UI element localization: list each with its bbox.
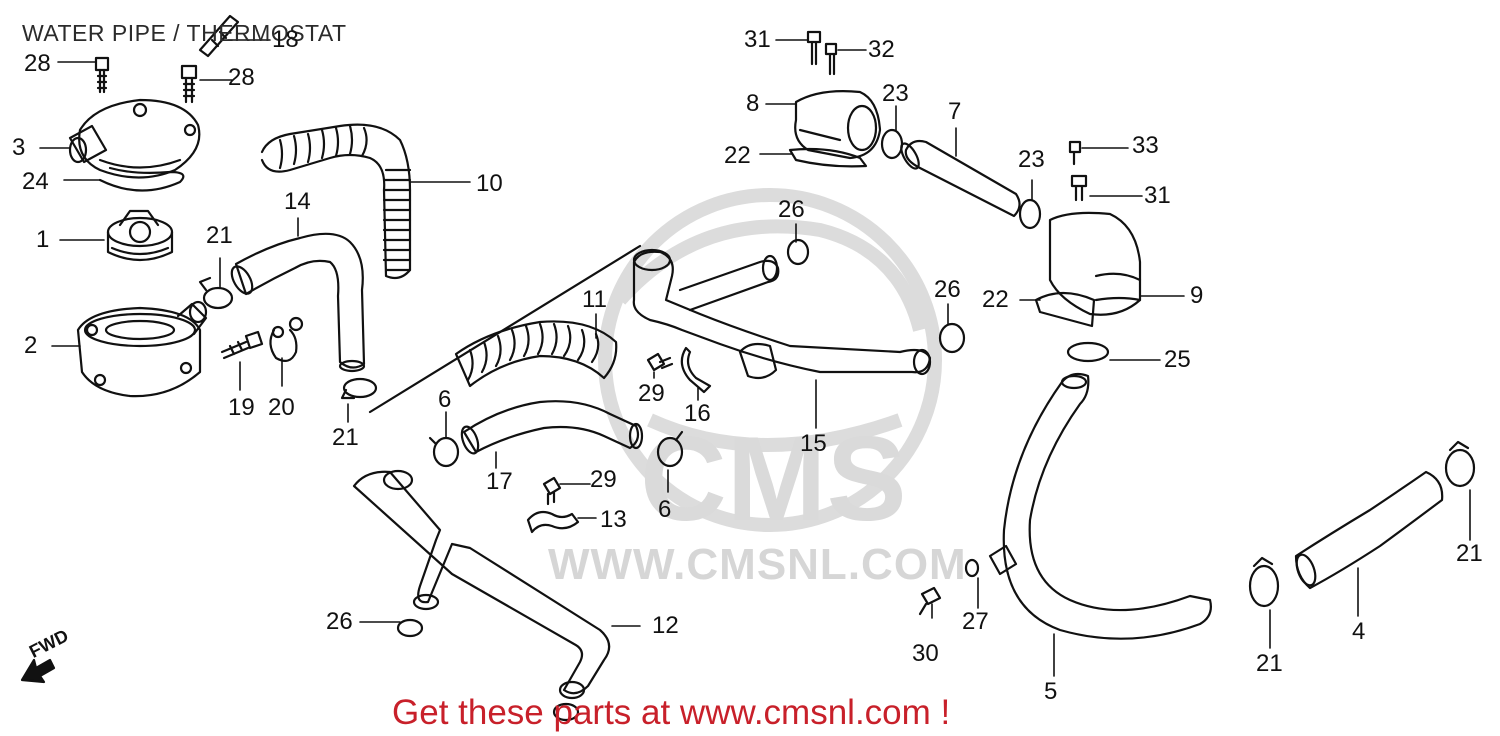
callout-1: 1 [36,226,50,253]
callout-25: 25 [1164,346,1191,373]
callout-23-upper: 23 [882,80,909,107]
clamp-26-right-icon [938,322,966,354]
callout-23-right: 23 [1018,146,1045,173]
clip-20-icon [269,316,304,363]
bolt-31-upper-icon [806,30,822,66]
fwd-arrow-icon [20,658,56,684]
bolt-28-right-icon [180,64,198,104]
callout-21-d: 21 [1456,540,1483,567]
callout-31-right: 31 [1144,182,1171,209]
callout-29-upper: 29 [638,380,665,407]
water-pipe-12-icon [352,469,611,700]
callout-33: 33 [1132,132,1159,159]
callout-24: 24 [22,168,49,195]
callout-2: 2 [24,332,38,359]
clamp-26-bottom-icon [552,702,580,722]
bolt-29-upper-icon [646,352,674,372]
pipe-7-icon [900,139,1021,218]
watermark-url: WWW.CMSNL.COM [548,540,967,589]
callout-26-right: 26 [934,276,961,303]
diagram-title: WATER PIPE / THERMOSTAT [22,20,347,46]
hose-14-icon [230,232,366,373]
callout-20: 20 [268,394,295,421]
hose-4-icon [1294,470,1444,590]
callout-27: 27 [962,608,989,635]
bolt-30-icon [918,586,942,616]
callout-16: 16 [684,400,711,427]
hose-clamp-21-right-upper-icon [1444,440,1476,488]
callout-19: 19 [228,394,255,421]
bolt-31-right-icon [1070,174,1088,202]
water-joint-9-icon [1048,211,1142,316]
watermark-cms: CMS [640,412,907,546]
thermostat-cover-icon [68,98,201,179]
gasket-22-lower-icon [1034,291,1096,328]
callout-30: 30 [912,640,939,667]
hose-10-icon [260,123,412,280]
bolt-19-icon [220,330,264,360]
leader-lines [39,39,1471,677]
callout-5: 5 [1044,678,1058,705]
hose-clamp-6-left-icon [428,436,460,468]
thermostat-icon [106,209,174,262]
callout-22-lower: 22 [982,286,1009,313]
o-ring-23-right-icon [1018,198,1042,230]
callout-21-c: 21 [1256,650,1283,677]
callout-31-upper: 31 [744,26,771,53]
callout-4: 4 [1352,618,1366,645]
callout-21-b: 21 [332,424,359,451]
water-joint-8-icon [794,90,882,160]
thermostat-case-icon [76,300,208,398]
callout-28-right: 28 [228,64,255,91]
clamp-13-icon [526,510,580,534]
hose-clamp-21-lower-icon [340,377,378,400]
callout-26-center: 26 [778,196,805,223]
callout-28-left: 28 [24,50,51,77]
bolt-28-left-icon [94,56,110,94]
callout-17: 17 [486,468,513,495]
clamp-26-center-icon [786,238,810,266]
o-ring-25-icon [1066,341,1110,363]
water-pipe-15-icon [632,248,932,380]
bolt-32-icon [824,42,838,76]
o-ring-23-left-icon [880,128,904,160]
clamp-16-icon [680,346,712,394]
callout-26-left: 26 [326,608,353,635]
callout-3: 3 [12,134,26,161]
callout-32: 32 [868,36,895,63]
clamp-26-left-icon [396,618,424,638]
callout-22-upper: 22 [724,142,751,169]
callout-14: 14 [284,188,311,215]
callout-15: 15 [800,430,827,457]
hose-17-icon [460,400,644,455]
callout-8: 8 [746,90,760,117]
callout-9: 9 [1190,282,1204,309]
callout-21-a: 21 [206,222,233,249]
callout-11: 11 [582,286,607,313]
callout-10: 10 [476,170,503,197]
leader-line [368,244,642,414]
bolt-29-lower-icon [542,476,562,506]
o-ring-24-icon [98,166,185,192]
callout-18: 18 [272,26,299,53]
hose-5-icon [988,372,1212,640]
hose-clamp-6-right-icon [656,430,684,468]
callout-12: 12 [652,612,679,639]
callout-29-lower: 29 [590,466,617,493]
bolt-33-icon [1068,140,1082,166]
bolt-18-icon [198,14,240,58]
callout-6-left: 6 [438,386,452,413]
footer-link-text[interactable]: Get these parts at www.cmsnl.com ! [392,693,951,732]
callout-13: 13 [600,506,627,533]
hose-clamp-21-right-lower-icon [1248,556,1280,608]
hose-11-icon [454,320,618,388]
callout-6-right: 6 [658,496,672,523]
washer-27-icon [964,558,980,578]
hose-clamp-21-icon [198,276,234,310]
callout-7: 7 [948,98,962,125]
gasket-22-upper-icon [788,147,868,168]
